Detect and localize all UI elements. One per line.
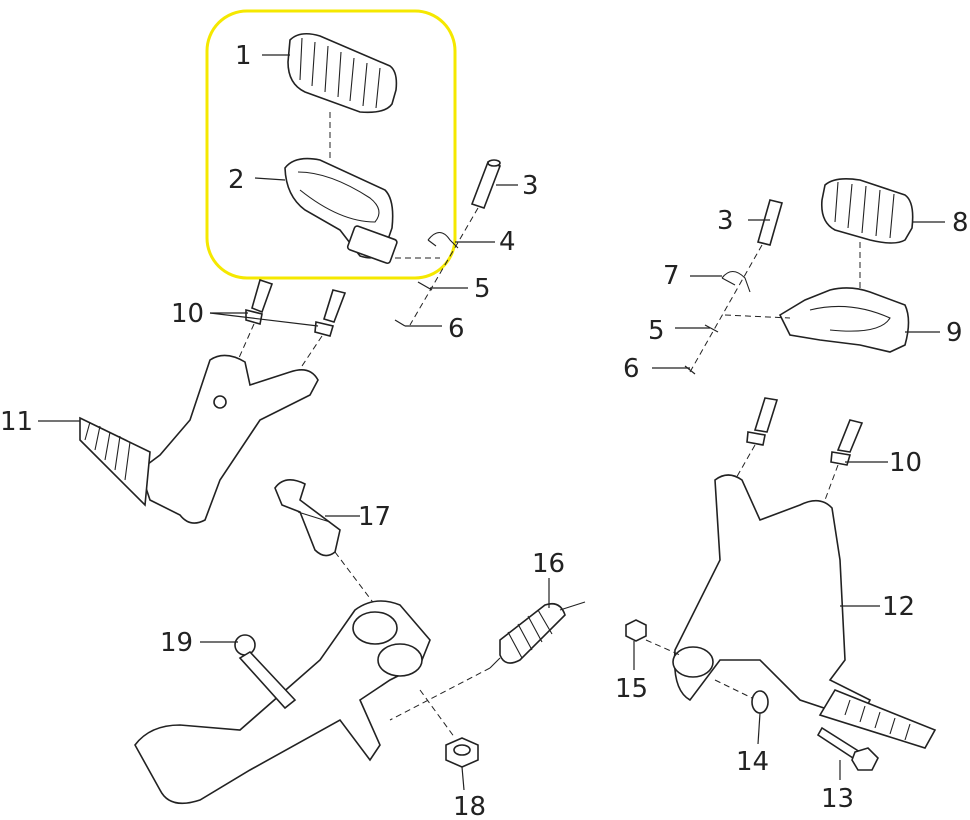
label-6-right: 6: [623, 354, 640, 384]
label-8: 8: [952, 208, 969, 238]
leader-lines: [38, 54, 945, 791]
part-14-washer: [751, 690, 769, 714]
part-18-nut: [445, 737, 479, 768]
label-9: 9: [946, 318, 963, 348]
part-12-bracket-right: [672, 474, 937, 749]
label-4: 4: [499, 227, 516, 257]
part-17-pivot-pin: [274, 479, 341, 557]
part-8-footpeg-pad: [820, 178, 914, 244]
label-19: 19: [160, 628, 193, 658]
callout-labels: 1 2 3 4 5 6 10 11 17 16 19 18 3 8 7 5 9 …: [0, 41, 969, 820]
label-11: 11: [0, 407, 33, 437]
label-18: 18: [453, 792, 486, 820]
part-11-bracket-left: [79, 354, 319, 524]
part-1-footpeg-pad: [287, 32, 398, 114]
label-5-right: 5: [648, 316, 665, 346]
label-6: 6: [448, 314, 465, 344]
label-17: 17: [358, 502, 391, 532]
part-6-cotter-pin: [394, 319, 406, 327]
highlight-box: [205, 9, 457, 280]
part-4-spring: [427, 231, 459, 249]
label-7: 7: [663, 261, 680, 291]
part-5-washer-right: [704, 324, 719, 333]
part-6-cotter-pin-right: [684, 365, 696, 375]
label-10-right: 10: [889, 448, 922, 478]
label-3-right: 3: [717, 206, 734, 236]
label-1: 1: [235, 41, 252, 71]
label-10: 10: [171, 299, 204, 329]
label-13: 13: [821, 784, 854, 814]
part-10-bolts-left: [245, 278, 347, 337]
part-10-bolts-right: [746, 397, 864, 466]
label-2: 2: [228, 165, 245, 195]
label-5: 5: [474, 274, 491, 304]
part-2-footpeg: [284, 157, 398, 265]
label-15: 15: [615, 674, 648, 704]
part-7-spring: [721, 270, 751, 293]
label-3: 3: [522, 171, 539, 201]
label-12: 12: [882, 592, 915, 622]
part-15-nut: [625, 619, 647, 642]
part-16-spring: [489, 601, 586, 669]
part-9-footpeg: [778, 287, 910, 353]
part-3-pin-left: [470, 159, 502, 210]
part-5-washer: [417, 281, 433, 291]
label-16: 16: [532, 549, 565, 579]
part-3-pin-right: [757, 199, 783, 246]
part-19-brake-pedal: [134, 600, 431, 805]
label-14: 14: [736, 747, 769, 777]
part-13-bolt: [816, 726, 879, 771]
